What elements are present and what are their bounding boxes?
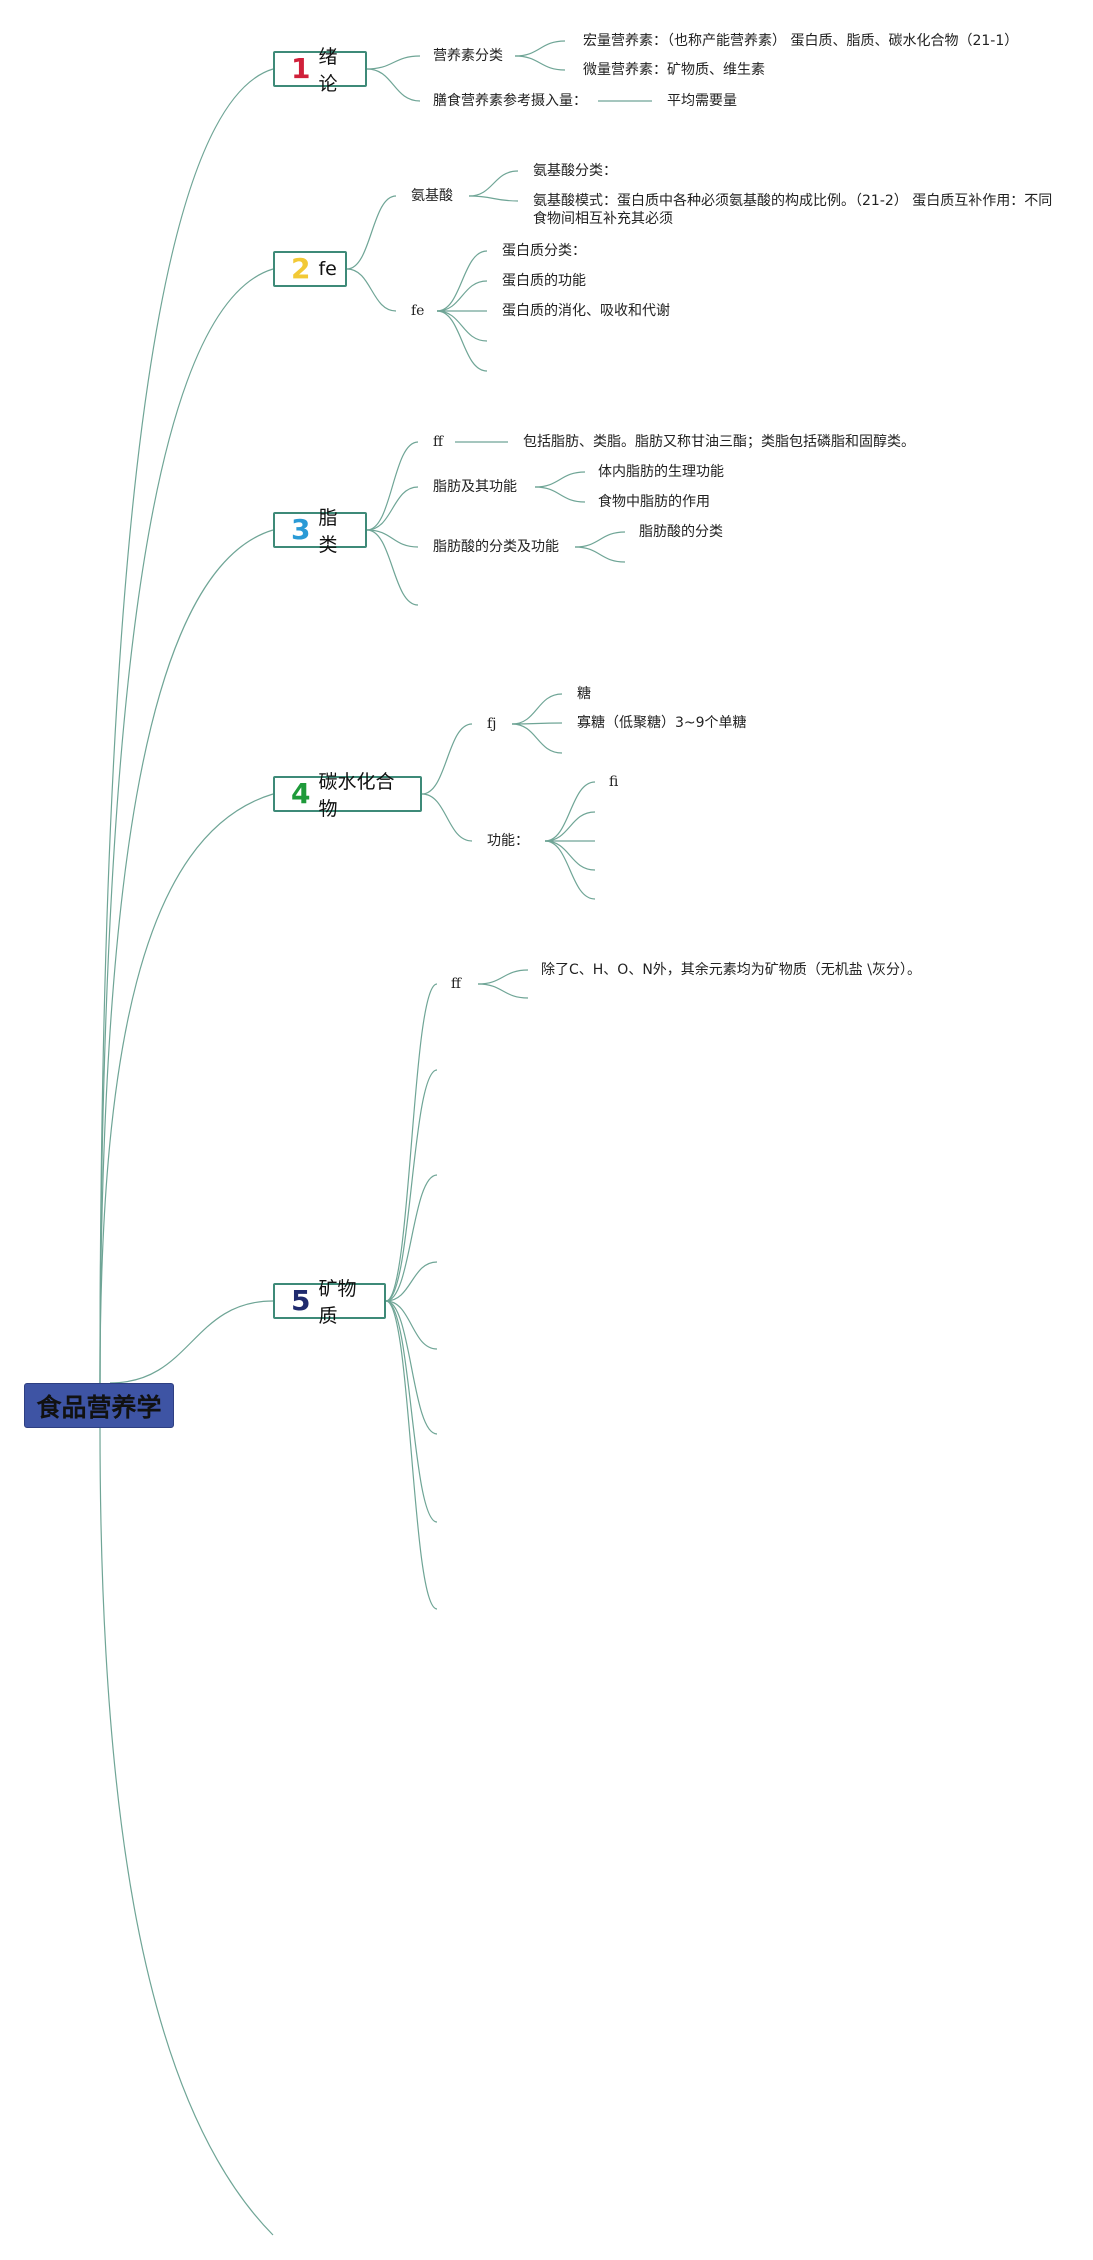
- branch-label: fe: [318, 258, 337, 280]
- b5-line-6: [385, 1300, 438, 1435]
- b4-empty-line-3: [544, 840, 596, 871]
- branch-label: 矿物质: [318, 1278, 357, 1327]
- topic-fe[interactable]: fe: [411, 303, 425, 319]
- root-to-branch-5-line: [109, 1300, 274, 1384]
- b3-ff-line: [366, 441, 419, 531]
- b4-sugar-line: [511, 693, 563, 725]
- b4-empty-line-1: [544, 811, 596, 842]
- topic-carbohydrate-function[interactable]: 功能：: [487, 833, 529, 849]
- topic-fj[interactable]: fj: [487, 716, 497, 732]
- b4-fi-line: [544, 781, 596, 842]
- branch-2-fe[interactable]: 2 fe: [273, 251, 347, 287]
- topic-sugar[interactable]: 糖: [577, 686, 591, 702]
- b1-classify-line: [366, 55, 421, 70]
- branch-label: 脂类: [318, 507, 338, 556]
- b2-protein-func-line: [436, 280, 488, 312]
- b4-fj-line: [421, 723, 473, 795]
- branch-number: 2: [291, 252, 311, 285]
- b5-line-4: [385, 1261, 438, 1302]
- branch-1-intro[interactable]: 1 绪论: [273, 46, 367, 95]
- branch-5-minerals[interactable]: 5 矿物质: [273, 1278, 386, 1327]
- b5-line-7: [385, 1300, 438, 1523]
- root-to-empty-branch-line: [99, 1427, 274, 2236]
- b4-func-line: [421, 793, 473, 842]
- root-to-branch-4-line: [99, 793, 274, 1384]
- branch-label: 绪论: [318, 46, 338, 95]
- b2-fe-line: [346, 268, 397, 312]
- b5-line-2: [385, 1069, 438, 1302]
- topic-mineral-definition[interactable]: 除了C、H、O、N外，其余元素均为矿物质（无机盐 \灰分）。: [541, 962, 921, 978]
- topic-amino-acids[interactable]: 氨基酸: [411, 188, 453, 204]
- topic-fatty-acid[interactable]: 脂肪酸的分类及功能: [433, 539, 559, 555]
- topic-protein-classification[interactable]: 蛋白质分类：: [502, 243, 586, 259]
- topic-fat-function[interactable]: 脂肪及其功能: [433, 479, 517, 495]
- topic-nutrient-classification[interactable]: 营养素分类: [433, 48, 503, 64]
- root-to-branch-1-line: [99, 68, 274, 1384]
- b3-fat-func-line: [366, 486, 419, 531]
- b5-line-8: [385, 1300, 438, 1610]
- topic-amino-acid-pattern[interactable]: 氨基酸模式：蛋白质中各种必须氨基酸的构成比例。（21-2） 蛋白质互补作用：不同…: [533, 193, 1053, 227]
- branch-number: 1: [291, 52, 311, 85]
- b2-empty-line-1: [436, 310, 488, 342]
- b1-micro-line: [514, 55, 566, 71]
- topic-food-fat-role[interactable]: 食物中脂肪的作用: [598, 494, 710, 510]
- b4-empty-line: [511, 723, 563, 754]
- topic-body-fat-physiology[interactable]: 体内脂肪的生理功能: [598, 464, 724, 480]
- topic-micronutrients[interactable]: 微量营养素：矿物质、维生素: [583, 62, 765, 78]
- topic-protein-digestion[interactable]: 蛋白质的消化、吸收和代谢: [502, 303, 670, 319]
- topic-estimated-average-requirement[interactable]: 平均需要量: [667, 93, 737, 109]
- root-to-branch-2-line: [99, 268, 274, 1384]
- b3-empty-line: [366, 529, 419, 606]
- root-topic[interactable]: 食品营养学: [24, 1383, 174, 1428]
- topic-dietary-reference-intake[interactable]: 膳食营养素参考摄入量：: [433, 93, 587, 109]
- b3-food-fat-line: [534, 486, 586, 503]
- branch-number: 5: [291, 1284, 311, 1317]
- b5-empty-sub-line: [477, 983, 529, 999]
- topic-protein-function[interactable]: 蛋白质的功能: [502, 273, 586, 289]
- b3-body-fat-line: [534, 471, 586, 488]
- topic-macronutrients[interactable]: 宏量营养素：（也称产能营养素） 蛋白质、脂质、碳水化合物（21-1）: [583, 33, 1019, 49]
- b1-macro-line: [514, 40, 566, 57]
- b2-empty-line-2: [436, 310, 488, 372]
- topic-lipid-definition[interactable]: 包括脂肪、类脂。脂肪又称甘油三酯；类脂包括磷脂和固醇类。: [523, 434, 915, 450]
- branch-number: 4: [291, 777, 311, 810]
- b2-amino-line: [346, 195, 397, 270]
- b5-line-1: [385, 983, 438, 1302]
- b3-fatty-class-line: [574, 531, 626, 548]
- branch-number: 3: [291, 513, 311, 546]
- b3-fatty-acid-line: [366, 529, 419, 548]
- topic-amino-acid-classification[interactable]: 氨基酸分类：: [533, 163, 617, 179]
- b4-empty-line-4: [544, 840, 596, 900]
- branch-label: 碳水化合物: [318, 771, 395, 820]
- b5-desc-line: [477, 969, 529, 985]
- topic-oligosaccharide[interactable]: 寡糖（低聚糖）3~9个单糖: [577, 715, 747, 731]
- branch-4-carbohydrates[interactable]: 4 碳水化合物: [273, 771, 422, 820]
- b2-amino-pattern-line: [468, 195, 519, 202]
- topic-fi[interactable]: fi: [609, 774, 619, 790]
- b2-protein-class-line: [436, 250, 488, 312]
- topic-ff-lipids[interactable]: ff: [433, 434, 443, 450]
- branch-3-lipids[interactable]: 3 脂类: [273, 507, 367, 556]
- b5-line-3: [385, 1174, 438, 1302]
- b1-dri-line: [366, 68, 421, 102]
- root-topic-label: 食品营养学: [36, 1392, 162, 1422]
- topic-ff-minerals[interactable]: ff: [451, 976, 461, 992]
- root-to-branch-3-line: [99, 529, 274, 1384]
- b5-line-5: [385, 1300, 438, 1350]
- b2-amino-class-line: [468, 170, 519, 197]
- b3-empty-line-2: [574, 546, 626, 563]
- topic-fatty-acid-classification[interactable]: 脂肪酸的分类: [639, 524, 723, 540]
